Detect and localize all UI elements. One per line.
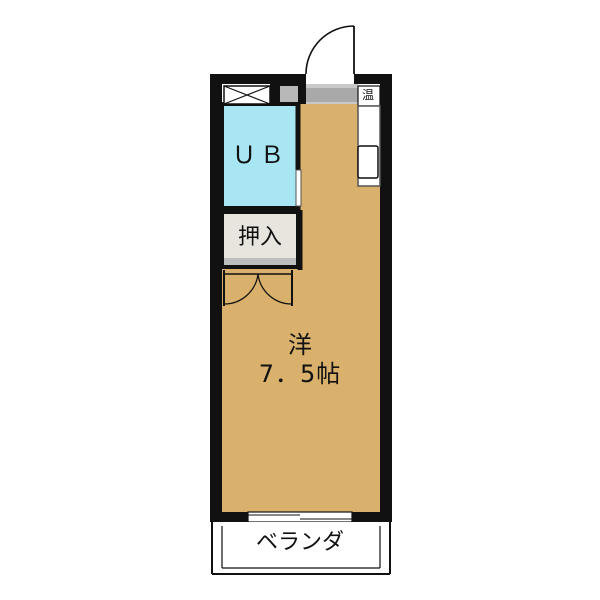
closet-floor [222,212,298,267]
entrance-left-post [298,84,306,104]
balcony-label: ベランダ [255,530,344,555]
kitchen-sink [357,145,379,179]
room-door-arc-left [223,273,259,305]
unit-bath-label: ＵＢ [232,141,288,169]
closet-base-band [224,258,296,265]
shoe-cabinet-cross-b [223,85,271,105]
entrance-step [300,88,358,102]
closet-label: 押入 [237,225,282,250]
western-room-size: 7．5帖 [258,360,342,388]
water-heater-label: 温 [361,88,374,102]
left-wall [210,74,222,522]
top-wall-right [354,74,392,84]
shoe-cabinet-gray [280,86,298,102]
balcony-area [210,522,392,574]
entrance-door-arc [305,25,355,75]
top-wall-left [210,74,306,84]
unit-bath-door-gap [295,169,302,207]
right-wall [380,74,392,522]
bottom-wall-right [352,512,392,522]
room-door-arc-right [257,273,293,305]
bottom-wall-left [210,512,248,522]
unit-bath-floor [222,104,298,208]
western-room-name: 洋 [288,331,312,359]
sliding-window [247,511,353,523]
